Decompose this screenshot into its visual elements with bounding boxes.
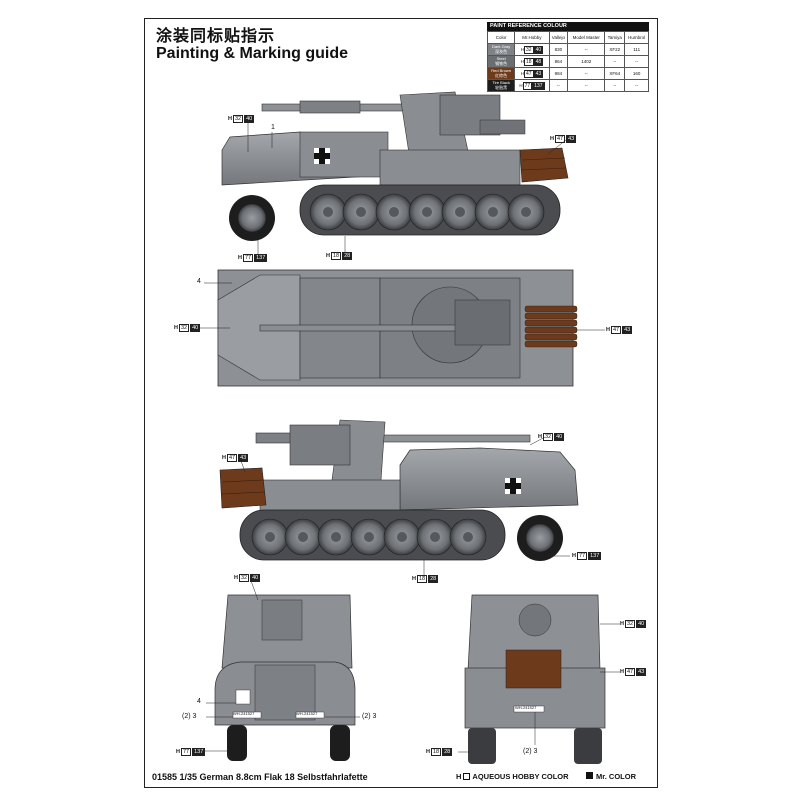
marker-front-left-23: (2) 3 [182, 713, 197, 720]
mr-color-swatch-icon [586, 772, 593, 779]
wheel-hub [298, 532, 308, 542]
legend-mr-color: Mr. COLOR [596, 772, 636, 781]
title-chinese: 涂装同标贴指示 [156, 26, 276, 45]
page-frame [144, 18, 658, 788]
legend-hobby: H AQUEOUS HOBBY COLOR [456, 772, 569, 781]
paint-vallejo: -- [548, 79, 569, 92]
side-view-left [221, 91, 569, 241]
marker-1: 1 [271, 124, 275, 131]
marker-4-top: 4 [197, 278, 201, 285]
paint-tamiya: -- [604, 79, 626, 92]
wheel-hub [389, 207, 399, 217]
wheel-hub [422, 207, 432, 217]
legend-hobby-label: AQUEOUS HOBBY COLOR [472, 772, 569, 781]
legend-mr-label: Mr. COLOR [596, 772, 637, 781]
side-view-right [219, 419, 579, 561]
plate-front-left: WH-241527 [233, 711, 255, 716]
paint-humbrol: 160 [624, 67, 649, 80]
hobby-box-icon [463, 773, 471, 780]
paint-humbrol: -- [624, 79, 649, 92]
paint-reference-table: PAINT REFERENCE COLOUR Color Mr.Hobby Va… [486, 22, 649, 92]
wheel-hub [364, 532, 374, 542]
plate-rear: WH-241527 [515, 705, 537, 710]
wheel-hub [331, 532, 341, 542]
plate-front-right: WH-241527 [296, 711, 318, 716]
wheel-hub [430, 532, 440, 542]
marker-front-right-23: (2) 3 [362, 713, 377, 720]
wheel-hub [356, 207, 366, 217]
wheel-hub [455, 207, 465, 217]
title-english: Painting & Marking guide [156, 45, 349, 62]
paint-modelmaster: -- [567, 43, 606, 56]
wheel-hub [521, 207, 531, 217]
wheel-hub [463, 532, 473, 542]
wheel-hub [397, 532, 407, 542]
front-view [214, 594, 356, 761]
legend-hobby-symbol: H [456, 772, 462, 781]
paint-tamiya: XF64 [604, 67, 626, 80]
wheel-hub [488, 207, 498, 217]
wheel-hub [265, 532, 275, 542]
top-view [217, 269, 578, 387]
marker-rear-23: (2) 3 [523, 748, 538, 755]
footer-product: 01585 1/35 German 8.8cm Flak 18 Selbstfa… [152, 772, 368, 782]
rear-view [464, 594, 606, 764]
paint-modelmaster: -- [567, 79, 606, 92]
wheel-hub [323, 207, 333, 217]
marker-4-front: 4 [197, 698, 201, 705]
paint-table-header: PAINT REFERENCE COLOUR [487, 22, 649, 31]
